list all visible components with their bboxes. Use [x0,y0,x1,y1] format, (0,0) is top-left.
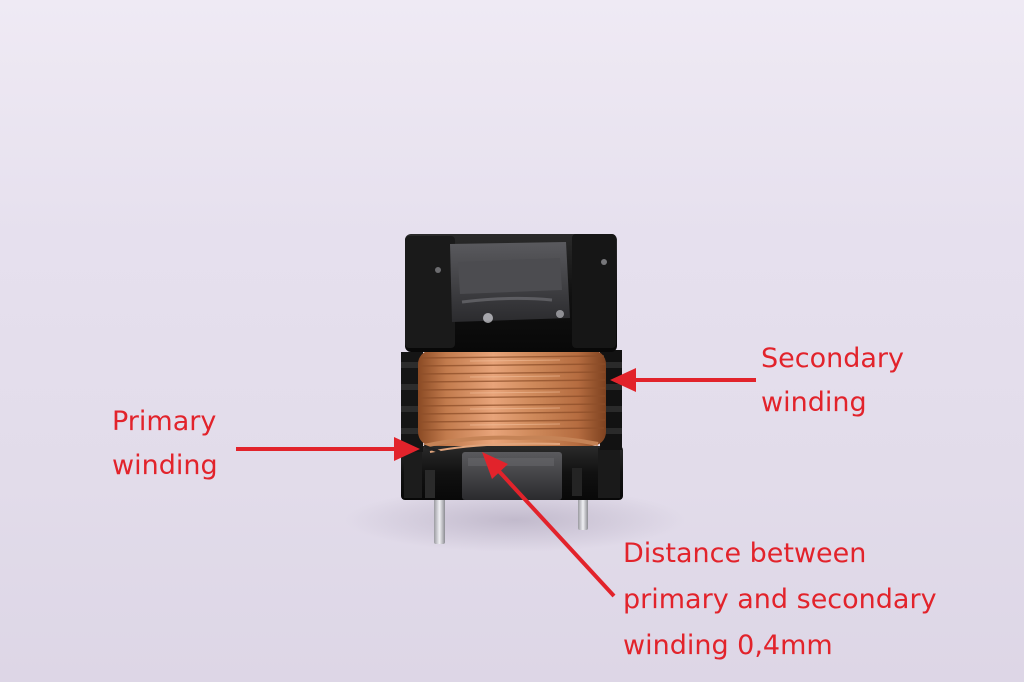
primary-label-line-2: winding [112,450,218,481]
pins [434,496,588,544]
distance-label-line-1: Distance between [623,538,867,569]
distance-arrow-head [482,452,508,479]
annotation-arrows [236,368,756,598]
secondary-winding [418,350,606,446]
secondary-label-line-2: winding [761,387,867,418]
floor-shadow [345,488,685,552]
distance-label-line-2: primary and secondary [623,584,937,615]
primary-arrow-head [394,437,420,461]
primary-label-line-1: Primary [112,406,217,437]
bobbin-top [405,234,617,352]
secondary-winding-label: Secondary winding [761,337,904,425]
bobbin-base [401,446,623,500]
distance-arrow-line [494,466,616,598]
secondary-label-line-1: Secondary [761,343,904,374]
distance-label: Distance between primary and secondary w… [623,531,937,669]
secondary-arrow-head [610,368,636,392]
primary-winding [423,435,599,454]
primary-winding-label: Primary winding [112,400,218,488]
distance-label-line-3: winding 0,4mm [623,630,833,661]
